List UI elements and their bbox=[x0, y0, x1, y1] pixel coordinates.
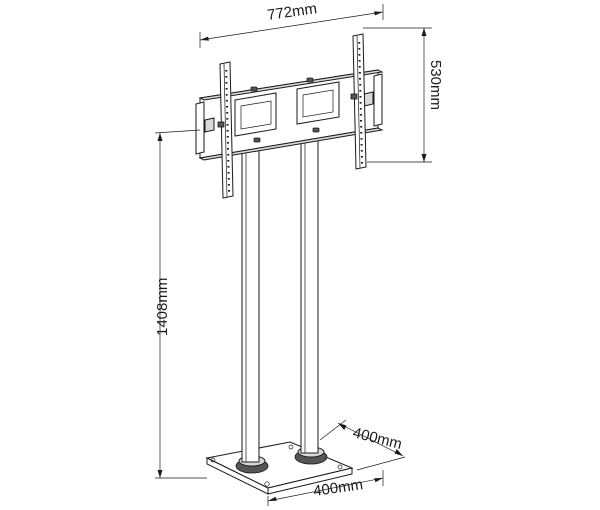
mounting-bracket bbox=[195, 69, 384, 161]
vertical-arms bbox=[217, 33, 367, 199]
dimension-width: 772mm bbox=[199, 0, 384, 48]
dimension-base-width: 400mm bbox=[267, 470, 384, 506]
base-width-label: 400mm bbox=[312, 476, 364, 500]
height-label: 530mm bbox=[427, 60, 444, 110]
pole-height-label: 1408mm bbox=[154, 278, 171, 336]
poles bbox=[241, 134, 319, 463]
dimension-height: 530mm bbox=[363, 27, 444, 163]
width-label: 772mm bbox=[266, 0, 318, 24]
base-depth-label: 400mm bbox=[351, 424, 404, 453]
dimension-pole-height: 1408mm bbox=[154, 129, 207, 479]
